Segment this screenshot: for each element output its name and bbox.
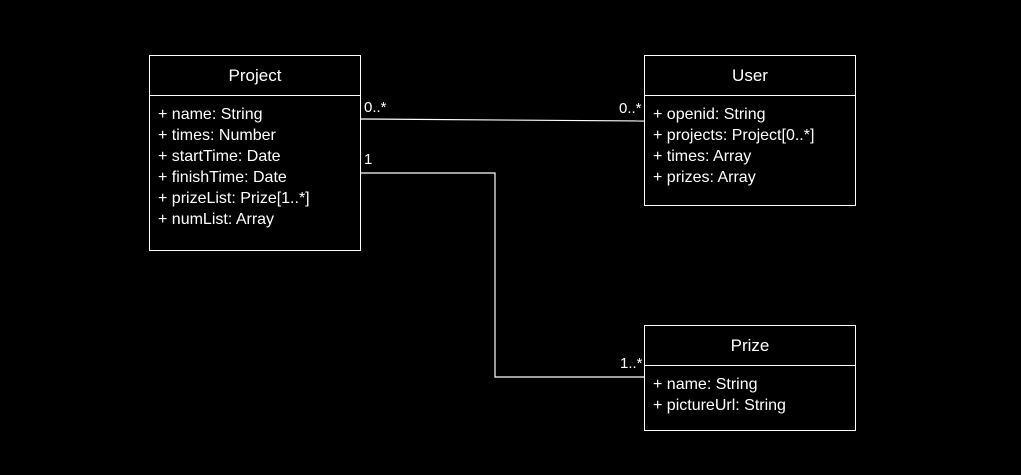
class-prize-name: Prize [645,326,855,366]
attribute: + prizeList: Prize[1..*] [158,190,310,207]
attribute: + projects: Project[0..*] [653,127,815,144]
attribute: + numList: Array [158,211,275,228]
class-project[interactable]: Project + name: String + times: Number +… [149,55,361,251]
attribute: + name: String [158,106,263,123]
multiplicity-project-prize-target: 1..* [620,355,643,372]
multiplicity-project-prize-source: 1 [364,151,373,168]
attribute: + finishTime: Date [158,169,287,186]
multiplicity-project-user-source: 0..* [364,99,387,116]
association-project-user [360,118,645,122]
class-project-attributes: + name: String + times: Number + startTi… [150,96,360,230]
class-user[interactable]: User + openid: String + projects: Projec… [644,55,856,206]
attribute: + times: Array [653,148,752,165]
attribute: + prizes: Array [653,169,756,186]
multiplicity-project-user-target: 0..* [619,100,642,117]
attribute: + startTime: Date [158,148,281,165]
class-prize[interactable]: Prize + name: String + pictureUrl: Strin… [644,325,856,431]
class-user-attributes: + openid: String + projects: Project[0..… [645,96,855,188]
class-project-name: Project [150,56,360,96]
attribute: + name: String [653,376,758,393]
attribute: + pictureUrl: String [653,397,786,414]
class-user-name: User [645,56,855,96]
attribute: + times: Number [158,127,276,144]
attribute: + openid: String [653,106,766,123]
association-project-prize [361,172,644,378]
class-prize-attributes: + name: String + pictureUrl: String [645,366,855,416]
